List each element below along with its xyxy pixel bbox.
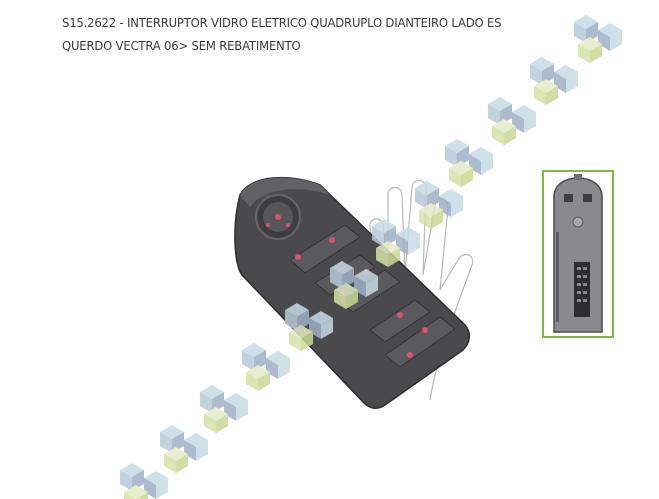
product-title-line-1: S15.2622 - INTERRUPTOR VIDRO ELETRICO QU… (62, 15, 502, 30)
hand-outline-icon (364, 179, 474, 401)
product-title: S15.2622 - INTERRUPTOR VIDRO ELETRICO QU… (62, 11, 583, 57)
product-thumbnail[interactable] (542, 170, 614, 338)
window-switch-back-view (553, 174, 603, 333)
window-switch-illustration (234, 176, 474, 409)
product-main-image[interactable] (220, 165, 480, 410)
switch-button (289, 224, 361, 274)
switch-button (384, 316, 456, 368)
switch-button (369, 299, 431, 343)
product-title-line-2: QUERDO VECTRA 06> SEM REBATIMENTO (62, 38, 301, 53)
